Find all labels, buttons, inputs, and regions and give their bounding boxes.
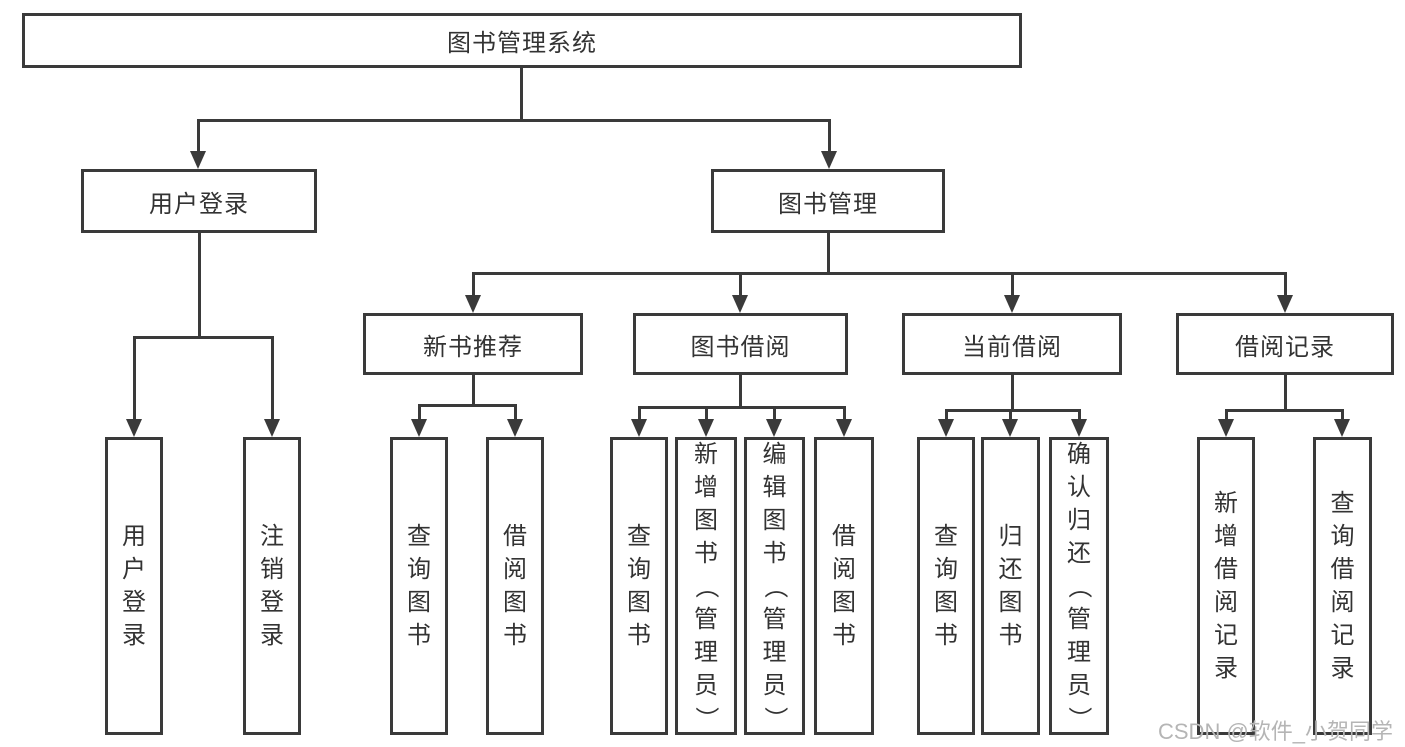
node-book-management: 图书管理 bbox=[711, 169, 945, 233]
leaf-record-query-record: 查询借阅记录 bbox=[1313, 437, 1372, 735]
connector-root-trunk bbox=[520, 68, 523, 120]
connector-bookmgmt-trunk bbox=[827, 233, 830, 274]
connector-drop-current-borrow bbox=[1011, 272, 1014, 296]
connector-drop-newbook-c1 bbox=[418, 404, 421, 421]
leaf-borrow-add-book-admin: 新增图书（管理员） bbox=[675, 437, 737, 735]
leaf-user-login: 用户登录 bbox=[105, 437, 163, 735]
node-book-borrow: 图书借阅 bbox=[633, 313, 848, 375]
arrowhead-leaf-logout bbox=[264, 419, 280, 437]
connector-drop-bookborrow-c2 bbox=[705, 406, 708, 421]
leaf-borrow-borrow-book: 借阅图书 bbox=[814, 437, 874, 735]
node-new-book-recommend-label: 新书推荐 bbox=[423, 333, 523, 361]
arrowhead-user-login bbox=[190, 151, 206, 169]
connector-currentborrow-trunk bbox=[1011, 375, 1014, 411]
node-root-label: 图书管理系统 bbox=[447, 30, 597, 57]
connector-drop-borrow-record bbox=[1284, 272, 1287, 296]
arrowhead-currentborrow-c3 bbox=[1071, 419, 1087, 437]
leaf-current-query-book: 查询图书 bbox=[917, 437, 975, 735]
node-user-login: 用户登录 bbox=[81, 169, 317, 233]
connector-drop-leaf-logout bbox=[271, 336, 274, 420]
connector-drop-new-book bbox=[472, 272, 475, 296]
connector-userlogin-bar bbox=[133, 336, 273, 339]
leaf-current-confirm-return-admin: 确认归还（管理员） bbox=[1049, 437, 1109, 735]
connector-drop-book-management bbox=[828, 119, 831, 152]
connector-bookborrow-bar bbox=[638, 406, 845, 409]
node-book-borrow-label: 图书借阅 bbox=[690, 333, 791, 361]
arrowhead-borrow-record bbox=[1277, 295, 1293, 313]
leaf-borrow-edit-book-admin: 编辑图书（管理员） bbox=[744, 437, 805, 735]
connector-bookmgmt-bar bbox=[472, 272, 1285, 275]
arrowhead-new-book bbox=[465, 295, 481, 313]
leaf-current-return-book: 归还图书 bbox=[981, 437, 1040, 735]
node-borrow-record: 借阅记录 bbox=[1176, 313, 1394, 375]
arrowhead-leaf-user-login bbox=[126, 419, 142, 437]
arrowhead-book-borrow bbox=[732, 295, 748, 313]
connector-drop-bookborrow-c4 bbox=[843, 406, 846, 421]
connector-drop-currentborrow-c1 bbox=[945, 409, 948, 421]
leaf-newbook-borrow-book: 借阅图书 bbox=[486, 437, 544, 735]
arrowhead-newbook-c2 bbox=[507, 419, 523, 437]
arrowhead-bookborrow-c1 bbox=[631, 419, 647, 437]
node-root: 图书管理系统 bbox=[22, 13, 1022, 68]
arrowhead-bookborrow-c3 bbox=[766, 419, 782, 437]
leaf-borrow-query-book: 查询图书 bbox=[610, 437, 668, 735]
node-book-management-label: 图书管理 bbox=[778, 190, 878, 218]
connector-drop-book-borrow bbox=[739, 272, 742, 296]
connector-borrowrecord-bar bbox=[1225, 409, 1343, 412]
arrowhead-borrowrecord-c2 bbox=[1334, 419, 1350, 437]
node-user-login-label: 用户登录 bbox=[149, 190, 249, 218]
node-current-borrow: 当前借阅 bbox=[902, 313, 1122, 375]
leaf-logout: 注销登录 bbox=[243, 437, 301, 735]
connector-newbook-bar bbox=[418, 404, 516, 407]
connector-drop-user-login bbox=[197, 119, 200, 152]
arrowhead-book-management bbox=[821, 151, 837, 169]
arrowhead-currentborrow-c1 bbox=[938, 419, 954, 437]
connector-drop-borrowrecord-c1 bbox=[1225, 409, 1228, 421]
connector-drop-newbook-c2 bbox=[514, 404, 517, 421]
connector-newbook-trunk bbox=[472, 375, 475, 406]
connector-drop-bookborrow-c3 bbox=[773, 406, 776, 421]
csdn-watermark: CSDN @软件_小贺同学 bbox=[1158, 719, 1394, 744]
connector-root-bar bbox=[197, 119, 830, 122]
connector-drop-currentborrow-c3 bbox=[1078, 409, 1081, 421]
connector-userlogin-trunk bbox=[198, 233, 201, 338]
connector-currentborrow-bar bbox=[945, 409, 1080, 412]
arrowhead-bookborrow-c4 bbox=[836, 419, 852, 437]
connector-drop-currentborrow-c2 bbox=[1009, 409, 1012, 421]
arrowhead-current-borrow bbox=[1004, 295, 1020, 313]
node-borrow-record-label: 借阅记录 bbox=[1235, 333, 1335, 361]
leaf-newbook-query-book: 查询图书 bbox=[390, 437, 448, 735]
leaf-record-add-record: 新增借阅记录 bbox=[1197, 437, 1255, 735]
connector-drop-bookborrow-c1 bbox=[638, 406, 641, 421]
arrowhead-bookborrow-c2 bbox=[698, 419, 714, 437]
connector-bookborrow-trunk bbox=[739, 375, 742, 408]
connector-drop-borrowrecord-c2 bbox=[1341, 409, 1344, 421]
node-current-borrow-label: 当前借阅 bbox=[962, 333, 1062, 361]
arrowhead-newbook-c1 bbox=[411, 419, 427, 437]
connector-drop-leaf-user-login bbox=[133, 336, 136, 420]
arrowhead-currentborrow-c2 bbox=[1002, 419, 1018, 437]
arrowhead-borrowrecord-c1 bbox=[1218, 419, 1234, 437]
connector-borrowrecord-trunk bbox=[1284, 375, 1287, 411]
node-new-book-recommend: 新书推荐 bbox=[363, 313, 583, 375]
